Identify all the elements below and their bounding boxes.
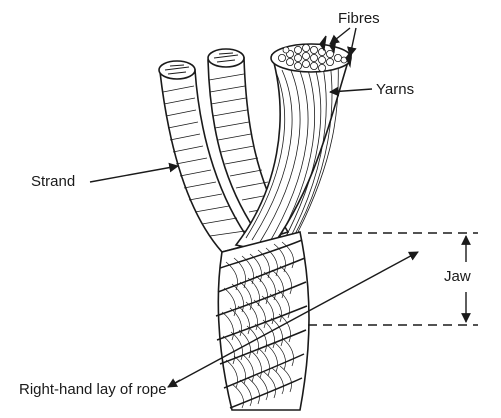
right-hand-lay-label: Right-hand lay of rope [19, 381, 169, 398]
strand-label: Strand [31, 173, 75, 190]
lay-arrow-tail [168, 380, 180, 387]
yarns-label: Yarns [376, 81, 414, 98]
strand-arrow [90, 166, 178, 182]
fibres-arrow-2 [350, 28, 356, 56]
fibres-arrow-1 [330, 28, 350, 44]
fibres-label: Fibres [338, 10, 380, 27]
rope-body [216, 232, 309, 410]
jaw-label: Jaw [444, 268, 471, 285]
